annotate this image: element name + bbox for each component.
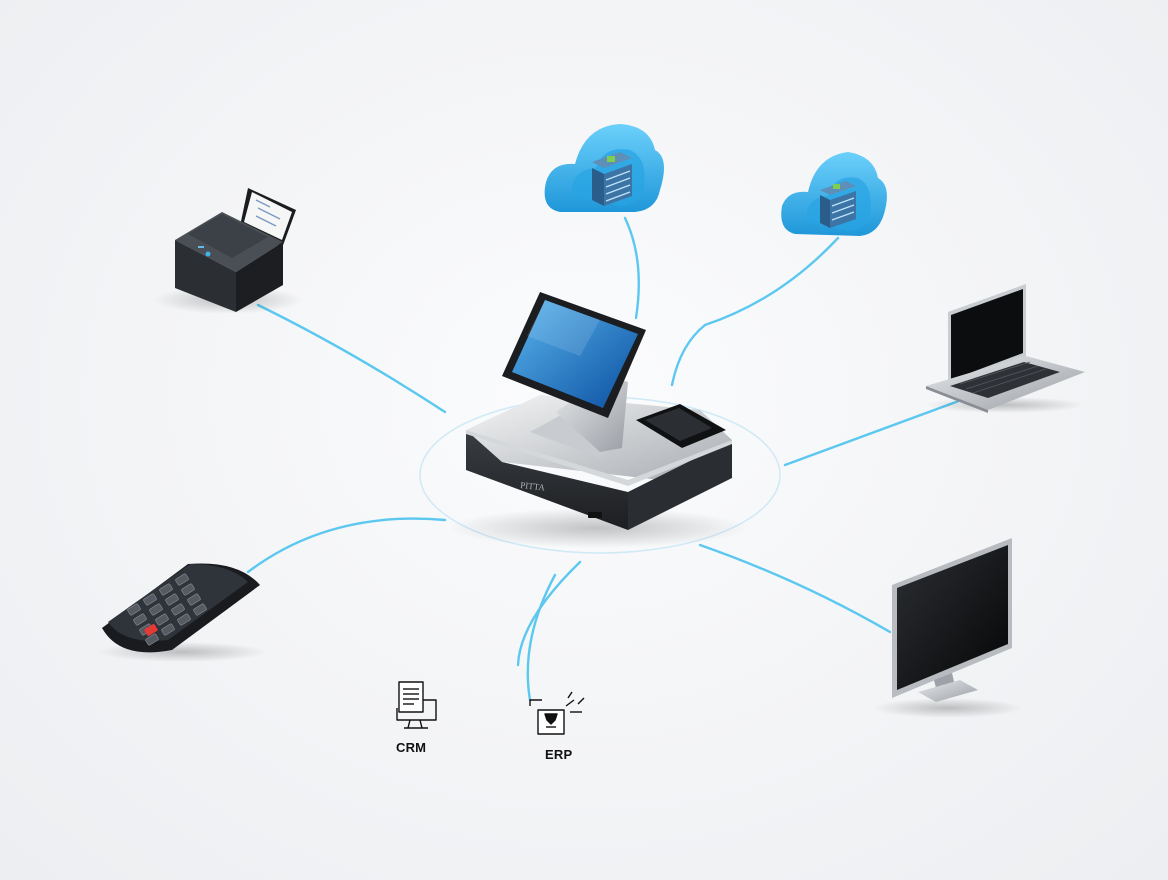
keypad-key [127, 603, 141, 616]
connection-cloud-right [670, 236, 840, 387]
cancel-key [144, 623, 158, 637]
status-light-icon [205, 251, 211, 257]
keypad-key [181, 583, 195, 596]
connection-crm [516, 560, 582, 667]
keypad-key [193, 603, 207, 616]
laptop [925, 284, 1085, 413]
connection-cloud-left [623, 216, 640, 320]
pos-terminal-hub: PITTA [448, 292, 748, 548]
monitor-screen [897, 545, 1008, 690]
usb-port [588, 512, 602, 518]
connection-monitor [698, 543, 892, 634]
hub-brand-text: PITTA [520, 480, 546, 493]
keypad-key [149, 603, 163, 616]
crm-label: CRM [396, 740, 427, 755]
keypad-key [159, 583, 173, 596]
cloud-server-right [781, 152, 887, 236]
connection-erp [526, 573, 557, 702]
receipt-printer [153, 188, 303, 314]
keypad-key [171, 603, 185, 616]
keypad-key [187, 593, 201, 606]
keypad-key [143, 593, 157, 606]
server-stack-icon [820, 181, 856, 228]
pos-display-screen [512, 300, 638, 408]
desktop-monitor [873, 538, 1023, 718]
keypad-key [175, 573, 189, 586]
erp-label: ERP [545, 747, 573, 762]
connection-printer [256, 303, 447, 414]
keypad-key [145, 633, 159, 646]
keypad-key [177, 613, 191, 626]
server-stack-icon [592, 152, 632, 206]
connection-keypad [246, 517, 447, 574]
crm-icon [396, 681, 437, 729]
keypad-key [155, 613, 169, 626]
laptop-screen [951, 289, 1023, 380]
keypad-key [161, 623, 175, 636]
keypad-key [133, 613, 147, 626]
cloud-server-left [544, 124, 664, 212]
erp-icon [529, 691, 585, 735]
payment-keypad [97, 563, 267, 662]
keypad-key [165, 593, 179, 606]
